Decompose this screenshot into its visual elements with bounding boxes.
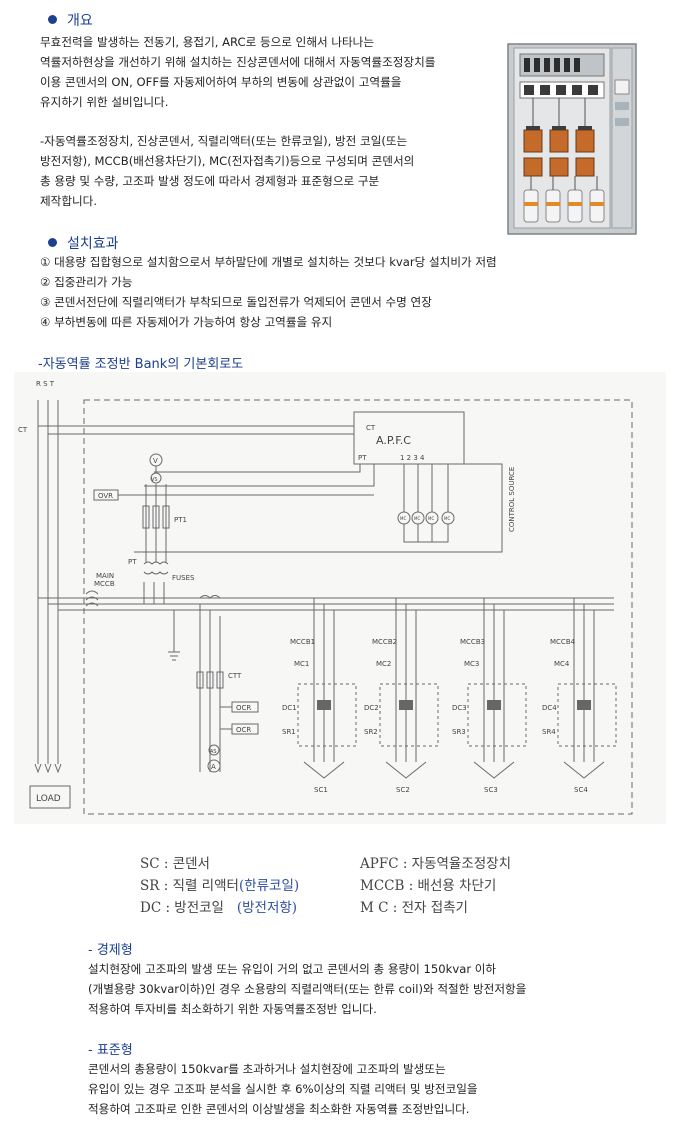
- bank-mc-label: MC4: [554, 660, 570, 668]
- effects-item: ③ 콘덴서전단에 직렬리액터가 부착되므로 돌입전류가 억제되어 콘덴서 수명 …: [40, 295, 432, 309]
- text-line: 적용하여 투자비를 최소화하기 위한 자동역률조정반 입니다.: [88, 1002, 377, 1016]
- bank-sc-label: SC3: [484, 786, 498, 794]
- control-source-label: CONTROL SOURCE: [508, 467, 516, 532]
- overview-paragraph-2: -자동역률조정장치, 진상콘덴서, 직렬리액터(또는 한류코일), 방전 코일(…: [40, 131, 414, 211]
- text-line: -자동역률조정장치, 진상콘덴서, 직렬리액터(또는 한류코일), 방전 코일(…: [40, 134, 408, 148]
- economic-title: - 경제형: [88, 943, 133, 958]
- main-mccb-label: MCCB: [94, 580, 115, 588]
- text-line: (개별용량 30kvar이하)인 경우 소용량의 직렬리액터(또는 한류 coi…: [88, 982, 527, 996]
- bank-dc-label: DC1: [282, 704, 297, 712]
- phase-labels: R S T: [36, 380, 55, 388]
- bank-dc-label: DC4: [542, 704, 557, 712]
- text-line: 적용하여 고조파로 인한 콘덴서의 이상발생을 최소화한 자동역률 조정반입니다…: [88, 1102, 470, 1116]
- overview-title: 개요: [67, 13, 93, 29]
- panel-cabinet-image: [507, 43, 637, 235]
- text-line: 설치현장에 고조파의 발생 또는 유입이 거의 없고 콘덴서의 총 용량이 15…: [88, 962, 497, 976]
- effects-heading: 설치효과: [48, 233, 119, 253]
- legend-sr-text: SR : 직렬 리액터: [140, 878, 239, 894]
- bank-sr-label: SR3: [452, 728, 466, 736]
- standard-paragraph: 콘덴서의 총용량이 150kvar를 초과하거나 설치현장에 고조파의 발생또는…: [88, 1059, 478, 1119]
- ammeter-label: A: [211, 763, 216, 771]
- bank-sr-label: SR4: [542, 728, 556, 736]
- pt-terminal-label: PT: [358, 454, 367, 462]
- circuit-diagram: R S T CT CT A.P.F.C PT 1 2 3 4 CONTROL S…: [14, 372, 666, 824]
- bank-mc-label: MC3: [464, 660, 479, 668]
- fuses-label: FUSES: [172, 574, 195, 582]
- bank-sr-label: SR2: [364, 728, 378, 736]
- legend-dc: DC : 방전코일 (방전저항): [140, 896, 297, 916]
- bank-sc-label: SC1: [314, 786, 328, 794]
- vs-label: VS: [151, 477, 158, 483]
- effects-item: ① 대용량 집합형으로 설치함으로서 부하말단에 개별로 설치하는 것보다 kv…: [40, 255, 497, 269]
- mc-coil-label: MC: [428, 516, 434, 521]
- text-line: 제작합니다.: [40, 194, 98, 208]
- effects-title: 설치효과: [67, 236, 119, 252]
- text-line: 콘덴서의 총용량이 150kvar를 초과하거나 설치현장에 고조파의 발생또는: [88, 1062, 446, 1076]
- pt1-label: PT1: [174, 516, 187, 524]
- overview-heading: 개요: [48, 10, 93, 30]
- legend-sc: SC : 콘덴서: [140, 856, 210, 872]
- standard-title: - 표준형: [88, 1043, 133, 1058]
- text-line: 유지하기 위한 설비입니다.: [40, 95, 169, 109]
- ct-label: CT: [18, 426, 28, 434]
- text-line: 총 용량 및 수량, 고조파 발생 정도에 따라서 경제형과 표준형으로 구분: [40, 174, 380, 188]
- overview-paragraph-1: 무효전력을 발생하는 전동기, 용접기, ARC로 등으로 인해서 나타나는 역…: [40, 32, 435, 112]
- effects-item: ② 집중관리가 가능: [40, 275, 133, 289]
- bank-mccb-label: MCCB4: [550, 638, 576, 646]
- apfc-label: A.P.F.C: [376, 434, 411, 447]
- as-label: AS: [210, 749, 217, 755]
- effects-item: ④ 부하변동에 따른 자동제어가 가능하여 항상 고역률을 유지: [40, 315, 333, 329]
- bank-mccb-label: MCCB3: [460, 638, 485, 646]
- effects-list: ① 대용량 집합형으로 설치함으로서 부하말단에 개별로 설치하는 것보다 kv…: [40, 252, 497, 332]
- economic-paragraph: 설치현장에 고조파의 발생 또는 유입이 거의 없고 콘덴서의 총 용량이 15…: [88, 959, 526, 1019]
- bullet-icon: [48, 238, 57, 247]
- diagram-title: -자동역률 조정반 Bank의 기본회로도: [38, 357, 244, 372]
- bank-dc-label: DC2: [364, 704, 379, 712]
- legend-sr-alt: (한류코일): [238, 878, 300, 894]
- terminal-numbers: 1 2 3 4: [400, 454, 425, 462]
- legend-dc-text: DC : 방전코일: [140, 900, 224, 916]
- pt-label: PT: [128, 558, 137, 566]
- apfc-ct-label: CT: [366, 424, 376, 432]
- voltmeter-label: V: [153, 457, 158, 465]
- legend-dc-alt: (방전저항): [236, 900, 298, 916]
- bank-sr-label: SR1: [282, 728, 296, 736]
- bullet-icon: [48, 15, 57, 24]
- text-line: 역률저하현상을 개선하기 위해 설치하는 진상콘덴서에 대해서 자동역률조정장치…: [40, 55, 436, 69]
- legend-mc: M C : 전자 접촉기: [360, 900, 468, 916]
- ocr-label-1: OCR: [236, 704, 251, 712]
- ovr-label: OVR: [98, 492, 113, 500]
- text-line: 방전저항), MCCB(배선용차단기), MC(전자접촉기)등으로 구성되며 콘…: [40, 154, 415, 168]
- legend-sr: SR : 직렬 리액터(한류코일): [140, 874, 299, 894]
- bank-sc-label: SC2: [396, 786, 410, 794]
- bank-dc-label: DC3: [452, 704, 467, 712]
- mc-coil-label: MC: [444, 516, 450, 521]
- bank-mccb-label: MCCB2: [372, 638, 397, 646]
- text-line: 이용 콘덴서의 ON, OFF를 자동제어하여 부하의 변동에 상관없이 고역률…: [40, 75, 402, 89]
- ocr-label-2: OCR: [236, 726, 251, 734]
- mc-coil-label: MC: [400, 516, 406, 521]
- load-label: LOAD: [36, 794, 61, 804]
- ctt-label: CTT: [228, 672, 242, 680]
- bank-mc-label: MC2: [376, 660, 391, 668]
- mc-coil-label: MC: [414, 516, 420, 521]
- bank-mccb-label: MCCB1: [290, 638, 315, 646]
- bank-mc-label: MC1: [294, 660, 309, 668]
- bank-sc-label: SC4: [574, 786, 588, 794]
- main-label: MAIN: [96, 572, 114, 580]
- legend-mccb: MCCB : 배선용 차단기: [360, 878, 497, 894]
- text-line: 무효전력을 발생하는 전동기, 용접기, ARC로 등으로 인해서 나타나는: [40, 35, 374, 49]
- legend-apfc: APFC : 자동역율조정장치: [360, 856, 512, 872]
- text-line: 유입이 있는 경우 고조파 분석을 실시한 후 6%이상의 직렬 리액터 및 방…: [88, 1082, 478, 1096]
